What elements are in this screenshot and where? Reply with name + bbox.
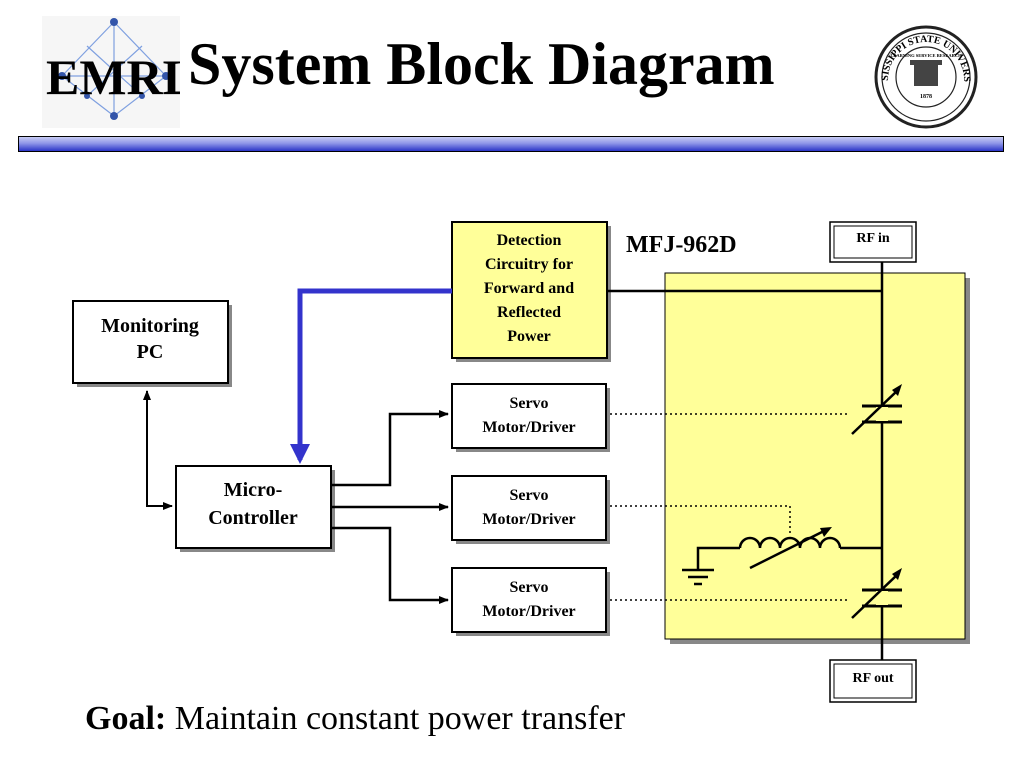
- seal-year: 1878: [920, 94, 932, 100]
- controller-to-servo-1-arrow: [331, 410, 449, 487]
- servo-1-label-2: Motor/Driver: [482, 419, 575, 436]
- pc-controller-link: [143, 390, 173, 510]
- mississippi-state-university-seal-icon: MISSISSIPPI STATE UNIVERSITY 1878 LEARNI…: [870, 24, 978, 129]
- servo-3-label-2: Motor/Driver: [482, 603, 575, 620]
- servo-motor-driver-block-2: Servo Motor/Driver: [451, 475, 610, 544]
- detection-label-1: Detection: [497, 232, 562, 249]
- detection-label-5: Power: [507, 328, 551, 345]
- page-title: System Block Diagram: [188, 31, 775, 97]
- rf-in-box: RF in: [829, 221, 917, 263]
- seal-motto: LEARNING SERVICE RESEARCH: [890, 53, 962, 58]
- servo-2-linkage: [610, 505, 791, 535]
- detection-to-controller-bus: [297, 288, 452, 460]
- detection-label-4: Reflected: [497, 304, 561, 321]
- variable-capacitor-icon: [851, 568, 902, 619]
- controller-to-servo-3-arrow: [331, 526, 449, 604]
- monitoring-pc-label-2: PC: [137, 341, 164, 363]
- tuner-box: [664, 272, 970, 644]
- title-divider-bar: [18, 136, 1004, 152]
- monitoring-pc-block: Monitoring PC: [72, 300, 232, 387]
- servo-1-label-1: Servo: [509, 395, 548, 412]
- emrl-logo-icon: EMRL: [42, 16, 180, 128]
- goal-label: Goal:: [85, 700, 167, 737]
- servo-motor-driver-block-1: Servo Motor/Driver: [451, 383, 610, 452]
- servo-2-label-1: Servo: [509, 487, 548, 504]
- ground-icon: [682, 568, 714, 586]
- tuner-model-label: MFJ-962D: [626, 232, 737, 258]
- rf-in-label: RF in: [856, 231, 890, 246]
- servo-3-label-1: Servo: [509, 579, 548, 596]
- servo-motor-driver-block-3: Servo Motor/Driver: [451, 567, 610, 636]
- emrl-logo-text: EMRL: [46, 49, 180, 105]
- variable-capacitor-icon: [851, 384, 902, 435]
- goal-text: Maintain constant power transfer: [174, 700, 626, 737]
- rf-out-label: RF out: [852, 671, 893, 686]
- servo-2-label-2: Motor/Driver: [482, 511, 575, 528]
- monitoring-pc-label-1: Monitoring: [101, 315, 199, 337]
- variable-inductor-icon: [696, 527, 882, 570]
- detection-label-2: Circuitry for: [485, 256, 573, 273]
- micro-controller-block: Micro- Controller: [175, 465, 335, 552]
- bus-arrowhead-icon: [290, 444, 310, 464]
- detection-circuitry-block: Detection Circuitry for Forward and Refl…: [451, 221, 611, 362]
- rf-out-box: RF out: [829, 659, 917, 703]
- goal-statement: Goal: Maintain constant power transfer: [85, 700, 625, 738]
- micro-controller-label-2: Controller: [208, 507, 298, 529]
- detection-label-3: Forward and: [484, 280, 574, 297]
- micro-controller-label-1: Micro-: [224, 479, 283, 501]
